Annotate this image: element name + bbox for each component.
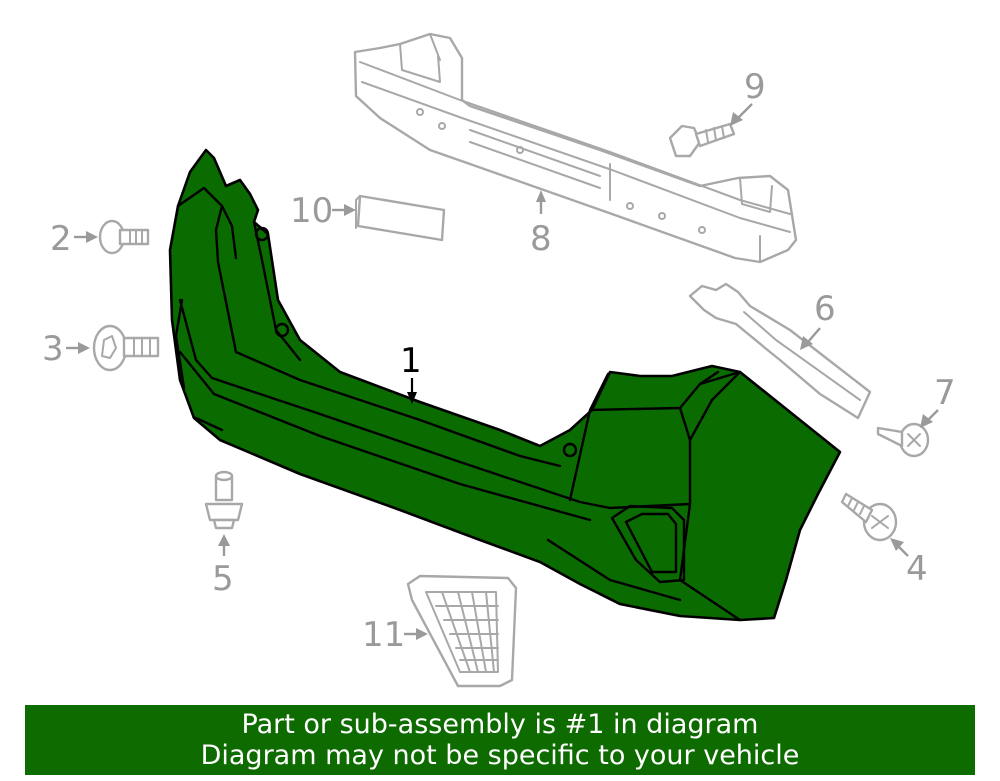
callout-7: 7 [934,373,956,413]
callout-1: 1 [400,341,422,381]
bumper-cover-part-1[interactable] [168,148,842,622]
nut-part-5[interactable] [204,470,244,530]
bolt-part-9[interactable] [668,122,736,158]
callout-3: 3 [42,329,64,369]
callout-6: 6 [814,289,836,329]
grille-part-11[interactable] [406,574,518,688]
bracket-part-6[interactable] [688,282,872,420]
banner-line-2: Diagram may not be specific to your vehi… [200,740,800,771]
reinforcement-bar-part-8[interactable] [353,32,798,264]
screw-part-7[interactable] [876,422,930,458]
callout-2: 2 [50,219,72,259]
bolt-part-2[interactable] [98,219,150,255]
callout-9: 9 [744,67,766,107]
callout-4: 4 [906,549,928,589]
screw-part-4[interactable] [840,492,898,542]
callout-5: 5 [212,559,234,599]
callout-10: 10 [290,191,333,231]
callout-11: 11 [362,615,405,655]
banner-line-1: Part or sub-assembly is #1 in diagram [241,709,759,740]
pad-part-10[interactable] [355,194,446,242]
parts-diagram: 8 9 10 2 3 5 [42,32,956,688]
bolt-part-3[interactable] [92,324,160,372]
callout-8: 8 [530,219,552,259]
info-banner: Part or sub-assembly is #1 in diagram Di… [25,705,975,775]
